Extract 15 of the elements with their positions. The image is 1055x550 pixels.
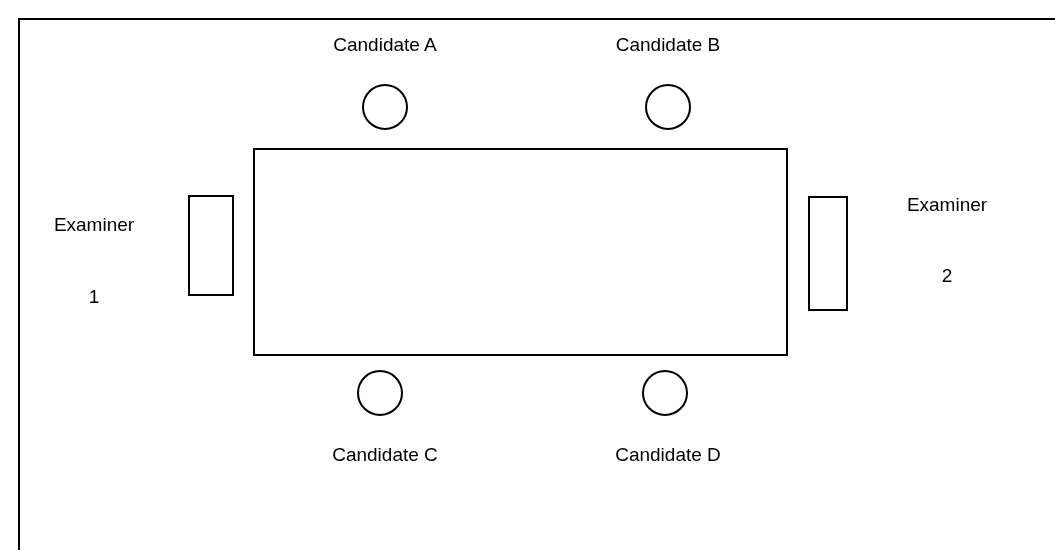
table-rectangle [253, 148, 788, 356]
examiner-label: Examiner [906, 194, 988, 216]
candidate-label: Candidate C [332, 444, 438, 466]
seat-circle [362, 84, 408, 130]
candidate-label: Candidate B [615, 34, 721, 56]
seat-circle [642, 370, 688, 416]
seat-circle [645, 84, 691, 130]
seat-circle [357, 370, 403, 416]
examiner-label: Examiner [53, 214, 135, 236]
examiner-seat-rectangle [808, 196, 848, 311]
examiner-seat-rectangle [188, 195, 234, 296]
candidate-label: Candidate A [333, 34, 437, 56]
examiner-label: 2 [941, 265, 953, 287]
examiner-label: 1 [88, 286, 100, 308]
candidate-label: Candidate D [615, 444, 721, 466]
